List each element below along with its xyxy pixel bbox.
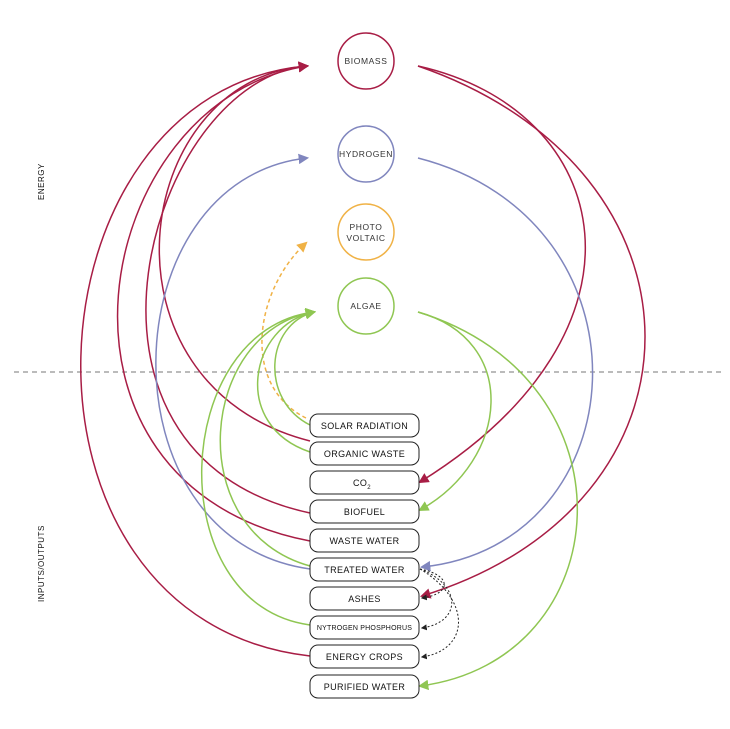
flow-biofuel-to-biomass xyxy=(145,61,311,514)
hydrogen-label: HYDROGEN xyxy=(339,149,393,159)
co2-label-main: CO xyxy=(353,478,367,488)
co2-label-subscript: 2 xyxy=(367,485,371,491)
input-box-nytrogen-phosphorus[interactable]: NYTROGEN PHOSPHORUS xyxy=(309,615,420,640)
flow-biomass-to-co2 xyxy=(417,65,586,484)
hydrogen-flows xyxy=(155,153,594,572)
flow-treated-water-to-ashes xyxy=(419,568,445,601)
photovoltaic-label-line2: VOLTAIC xyxy=(346,233,385,243)
flow-treated-water-to-hydrogen xyxy=(155,153,311,570)
flow-biomass-to-ashes xyxy=(417,65,646,599)
algae-node[interactable]: ALGAE xyxy=(337,277,395,335)
energy-crops-label: ENERGY CROPS xyxy=(326,652,403,662)
flow-nytrogen-phosphorus-to-algae xyxy=(201,307,317,626)
input-box-organic-waste[interactable]: ORGANIC WASTE xyxy=(309,441,420,466)
input-box-purified-water[interactable]: PURIFIED WATER xyxy=(309,674,420,699)
flow-organic-waste-to-algae xyxy=(256,308,317,453)
input-box-biofuel[interactable]: BIOFUEL xyxy=(309,499,420,524)
photovoltaic-flows xyxy=(261,241,308,419)
flow-organic-waste-to-biomass xyxy=(158,61,311,442)
hydrogen-node[interactable]: HYDROGEN xyxy=(337,125,395,183)
flow-algae-to-biofuel xyxy=(417,311,492,512)
waste-water-label: WASTE WATER xyxy=(329,536,399,546)
purified-water-label: PURIFIED WATER xyxy=(324,682,406,692)
input-box-waste-water[interactable]: WASTE WATER xyxy=(309,528,420,553)
flow-treated-water-to-energy-crops xyxy=(419,568,459,660)
flow-treated-water-to-nytrogen-phosphorus xyxy=(419,568,453,631)
co2-label: CO2 xyxy=(353,478,371,491)
output-chain-flows xyxy=(419,568,459,660)
input-box-energy-crops[interactable]: ENERGY CROPS xyxy=(309,644,420,669)
ashes-label: ASHES xyxy=(348,594,381,604)
flow-solar-radiation-to-photovoltaic xyxy=(261,241,308,419)
solar-radiation-label: SOLAR RADIATION xyxy=(321,421,408,431)
flow-treated-water-to-algae xyxy=(219,308,317,567)
algae-flows xyxy=(201,307,579,691)
flow-energy-crops-to-biomass xyxy=(80,61,311,657)
organic-waste-label: ORGANIC WASTE xyxy=(324,449,405,459)
flow-solar-radiation-to-algae xyxy=(274,309,317,426)
inputs-outputs-section-label: INPUTS/OUTPUTS xyxy=(37,525,46,602)
input-box-solar-radiation[interactable]: SOLAR RADIATION xyxy=(309,413,420,438)
flow-algae-to-purified-water xyxy=(417,311,579,691)
biofuel-label: BIOFUEL xyxy=(344,507,385,517)
flow-waste-water-to-biomass xyxy=(116,62,311,542)
photovoltaic-node[interactable]: PHOTO VOLTAIC xyxy=(337,203,395,261)
algae-label: ALGAE xyxy=(350,301,381,311)
biomass-node[interactable]: BIOMASS xyxy=(337,32,395,90)
photovoltaic-label-line1: PHOTO xyxy=(349,222,382,232)
nytrogen-phosphorus-label: NYTROGEN PHOSPHORUS xyxy=(317,625,412,632)
biomass-label: BIOMASS xyxy=(345,56,388,66)
energy-section-label: ENERGY xyxy=(37,163,46,200)
treated-water-label: TREATED WATER xyxy=(324,565,405,575)
biomass-flows xyxy=(80,61,646,657)
input-box-co2[interactable]: CO2 xyxy=(309,470,420,495)
flow-hydrogen-to-treated-water xyxy=(417,157,594,572)
input-box-treated-water[interactable]: TREATED WATER xyxy=(309,557,420,582)
input-box-ashes[interactable]: ASHES xyxy=(309,586,420,611)
